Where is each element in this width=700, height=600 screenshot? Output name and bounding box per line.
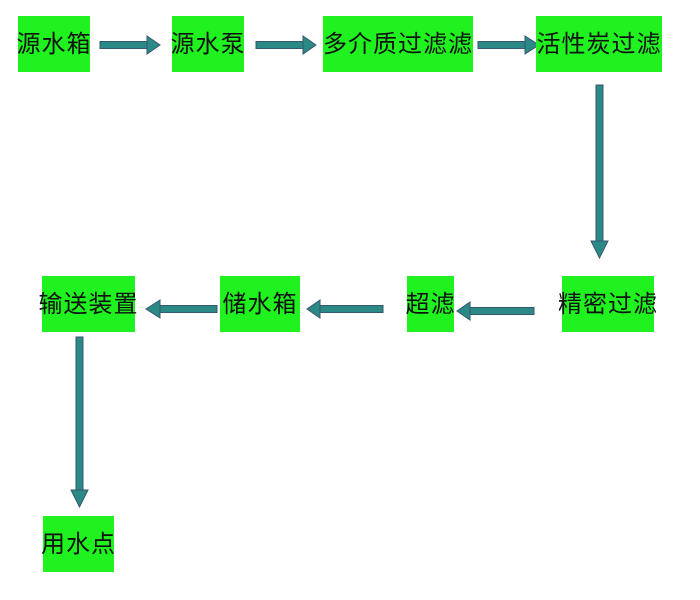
storage-tank-node: 储水箱 [220, 276, 300, 332]
precision-filter-node: 精密过滤 [558, 276, 657, 332]
water-point-node: 用水点 [41, 516, 115, 572]
arrow-source-pump-to-multimedia-filter [255, 35, 317, 55]
arrow-ultrafiltration-to-storage-tank [306, 299, 384, 319]
multimedia-filter-node: 多介质过滤滤 [323, 16, 473, 72]
ultrafiltration-node: 超滤 [406, 276, 455, 332]
delivery-device-node: 输送装置 [39, 276, 138, 332]
arrow-source-tank-to-source-pump [99, 35, 161, 55]
arrow-multimedia-filter-to-activated-carbon-filter [477, 35, 540, 55]
arrow-storage-tank-to-delivery-device [145, 299, 218, 319]
source-pump-node: 源水泵 [171, 16, 245, 72]
activated-carbon-filter-node: 活性炭过滤 [536, 16, 662, 72]
source-tank-node: 源水箱 [17, 16, 91, 72]
arrow-delivery-device-to-water-point [70, 336, 89, 509]
arrow-precision-filter-to-ultrafiltration [456, 301, 535, 321]
arrow-activated-carbon-filter-to-precision-filter [590, 84, 609, 260]
